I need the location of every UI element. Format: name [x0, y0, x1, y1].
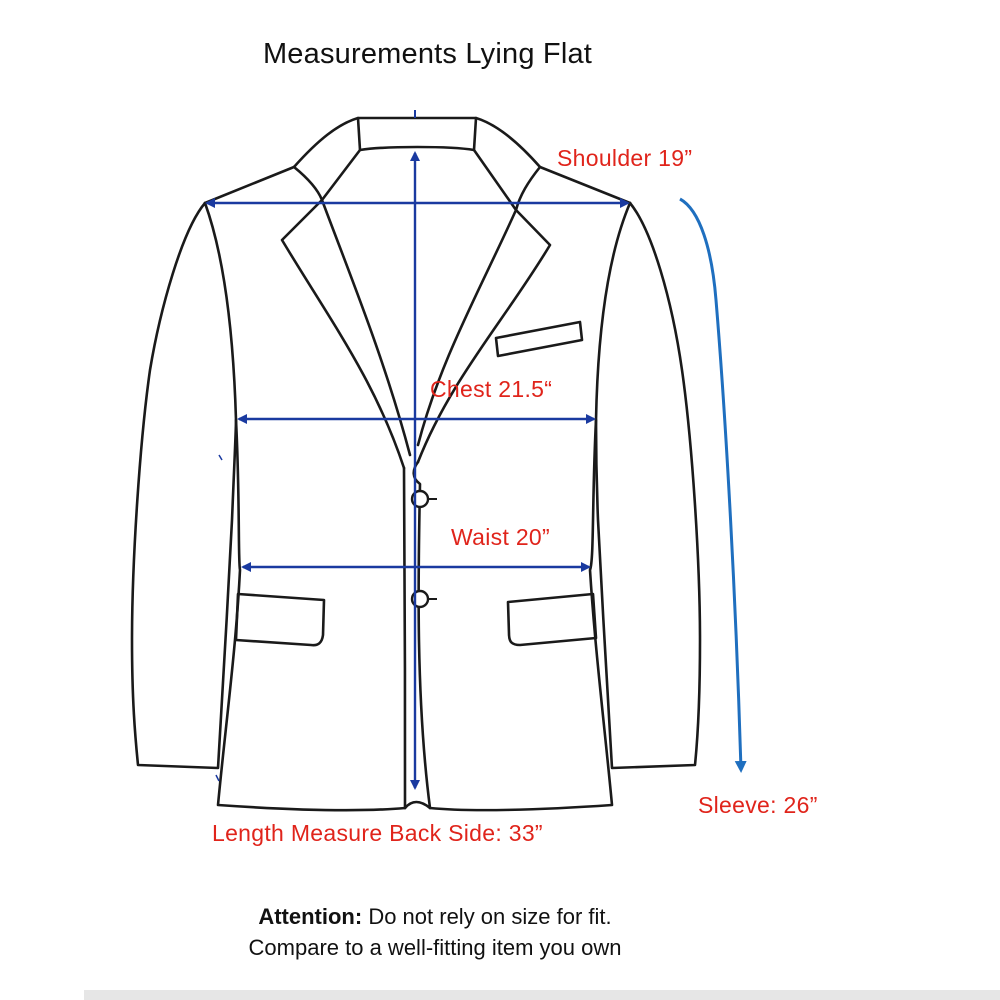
attention-note: Attention: Do not rely on size for fit. … — [0, 901, 870, 963]
shoulder-label: Shoulder 19” — [557, 145, 693, 171]
front-left-edge — [402, 466, 407, 810]
right-shoulder-seam — [538, 165, 632, 205]
right-lapel-roll — [416, 208, 518, 447]
body-right-side — [428, 201, 632, 812]
attention-text: Do not rely on size for fit. — [362, 904, 612, 929]
left-flap-pocket — [234, 592, 326, 647]
right-collar — [472, 148, 542, 212]
body-left-side — [203, 201, 407, 812]
attention-label: Attention: — [258, 904, 363, 929]
right-flap-pocket — [506, 592, 598, 647]
waist-label: Waist 20” — [451, 524, 550, 550]
left-lapel — [280, 198, 406, 470]
chest-label: Chest 21.5“ — [430, 376, 553, 402]
stray-mark-1 — [218, 454, 223, 461]
footer-bar — [84, 990, 1000, 1000]
chest-pocket — [494, 320, 584, 358]
page-title: Measurements Lying Flat — [262, 38, 593, 70]
collar-back — [292, 116, 542, 169]
left-shoulder-seam — [203, 165, 296, 205]
length-label: Length Measure Back Side: 33” — [212, 820, 543, 846]
attention-line-2: Compare to a well-fitting item you own — [248, 935, 622, 960]
right-sleeve — [594, 201, 702, 770]
sleeve-arrow — [679, 197, 747, 773]
right-lapel — [416, 208, 552, 464]
stray-mark-2 — [215, 774, 220, 782]
sleeve-label: Sleeve: 26” — [698, 792, 818, 818]
collar-band — [356, 116, 478, 152]
hem-curve — [403, 800, 432, 810]
attention-line-1: Attention: Do not rely on size for fit. — [0, 901, 870, 932]
left-sleeve — [130, 201, 238, 770]
